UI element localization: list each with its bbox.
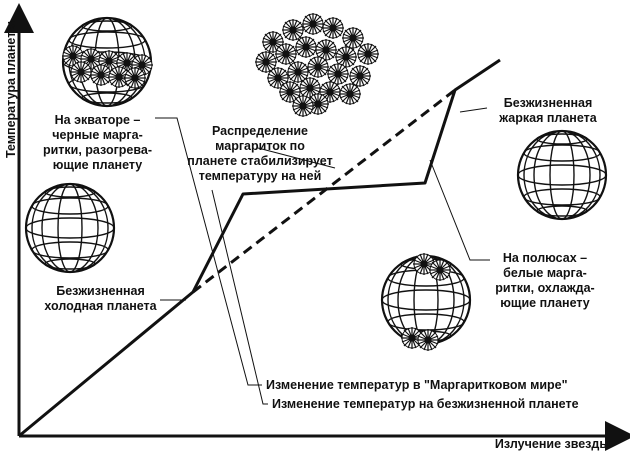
legend-daisyworld: Изменение температур в "Маргаритковом ми… (266, 378, 568, 392)
y-axis-label: Температура планеты (4, 21, 18, 158)
annotation-equator: На экваторе – черные марга- ритки, разог… (42, 113, 153, 172)
annotation-poles: На полюсах – белые марга- ритки, охлажда… (495, 251, 595, 310)
hot-planet-globe-icon (516, 129, 608, 221)
x-axis-label: Излучение звезды (494, 437, 610, 451)
daisy-cluster-icon (254, 12, 380, 118)
annotation-distribution: Распределение маргариток по планете стаб… (187, 124, 333, 183)
axes (3, 3, 630, 451)
globe-black-daisy-belt-icon (61, 16, 154, 108)
annotation-cold-planet: Безжизненная холодная планета (44, 284, 157, 313)
daisyworld-temperature-line (18, 58, 501, 438)
lifeless-temperature-line (192, 88, 456, 294)
leader-lines (155, 107, 490, 405)
annotation-hot-planet: Безжизненная жаркая планета (499, 96, 597, 125)
legend-lifeless: Изменение температур на безжизненной пла… (272, 397, 579, 411)
globe-white-daisy-poles-icon (380, 252, 472, 352)
cold-planet-globe-icon (24, 182, 116, 274)
